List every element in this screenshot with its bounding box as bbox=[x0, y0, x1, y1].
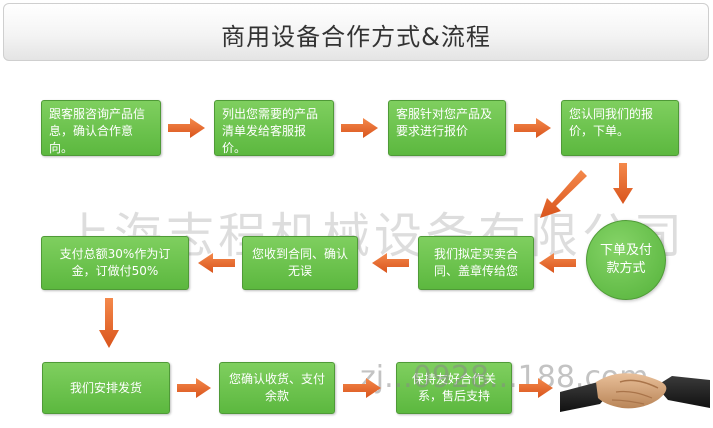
arrow-right-4 bbox=[177, 378, 211, 398]
arrow-left-3 bbox=[198, 253, 235, 273]
step-after-sales: 保持友好合作关系，售后支持 bbox=[396, 362, 512, 414]
step-order: 您认同我们的报价，下单。 bbox=[561, 100, 679, 156]
step-deposit: 支付总额30%作为订金，订做付50% bbox=[41, 236, 189, 290]
arrow-right-1 bbox=[168, 118, 205, 138]
step-consult: 跟客服咨询产品信息，确认合作意向。 bbox=[41, 100, 161, 156]
arrow-right-3 bbox=[514, 118, 551, 138]
arrow-down-circle bbox=[613, 163, 633, 204]
step-contract-confirm: 您收到合同、确认无误 bbox=[242, 236, 358, 290]
arrow-diagonal bbox=[540, 170, 587, 218]
arrow-right-2 bbox=[341, 118, 378, 138]
arrow-right-6 bbox=[519, 378, 553, 398]
step-list-products: 列出您需要的产品清单发给客服报价。 bbox=[214, 100, 334, 156]
step-receipt-payment: 您确认收货、支付余款 bbox=[219, 362, 335, 414]
title-bar: 商用设备合作方式&流程 bbox=[3, 3, 709, 61]
step-contract-draft: 我们拟定买卖合同、盖章传给您 bbox=[418, 236, 534, 290]
arrow-left-2 bbox=[372, 253, 409, 273]
step-quote: 客服针对您产品及要求进行报价 bbox=[388, 100, 506, 156]
page-title: 商用设备合作方式&流程 bbox=[221, 23, 491, 51]
handshake-icon bbox=[560, 373, 710, 412]
arrow-right-5 bbox=[343, 378, 381, 398]
step-shipping: 我们安排发货 bbox=[42, 362, 170, 414]
arrow-down-left bbox=[99, 298, 119, 348]
arrow-left-1 bbox=[539, 253, 576, 273]
payment-method-circle: 下单及付款方式 bbox=[586, 220, 666, 300]
